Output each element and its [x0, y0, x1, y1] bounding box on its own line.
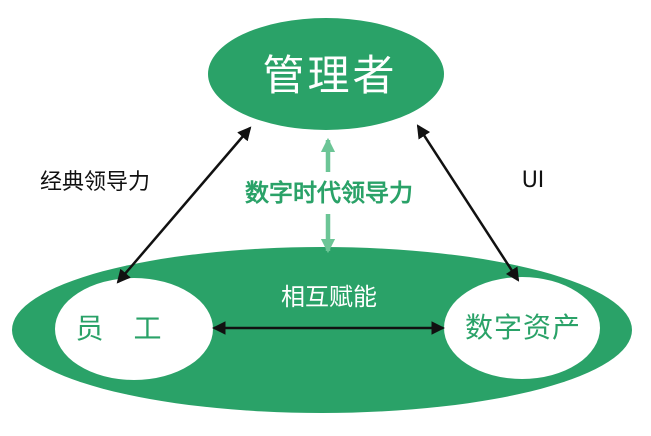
digital-assets-node: [444, 277, 600, 379]
digital-era-leadership-label: 数字时代领导力: [245, 179, 413, 207]
arrow-manager-assets: [416, 124, 520, 282]
employee-label: 员 工: [75, 312, 163, 345]
ui-label: UI: [521, 168, 545, 193]
manager-label: 管理者: [262, 51, 398, 100]
classic-leadership-label: 经典领导力: [39, 170, 151, 195]
digital-assets-label: 数字资产: [464, 311, 582, 344]
manager-node: [208, 18, 444, 130]
arrow-manager-employee: [116, 126, 252, 284]
mutual-empowerment-label: 相互赋能: [281, 283, 377, 311]
employee-node: [55, 278, 213, 380]
